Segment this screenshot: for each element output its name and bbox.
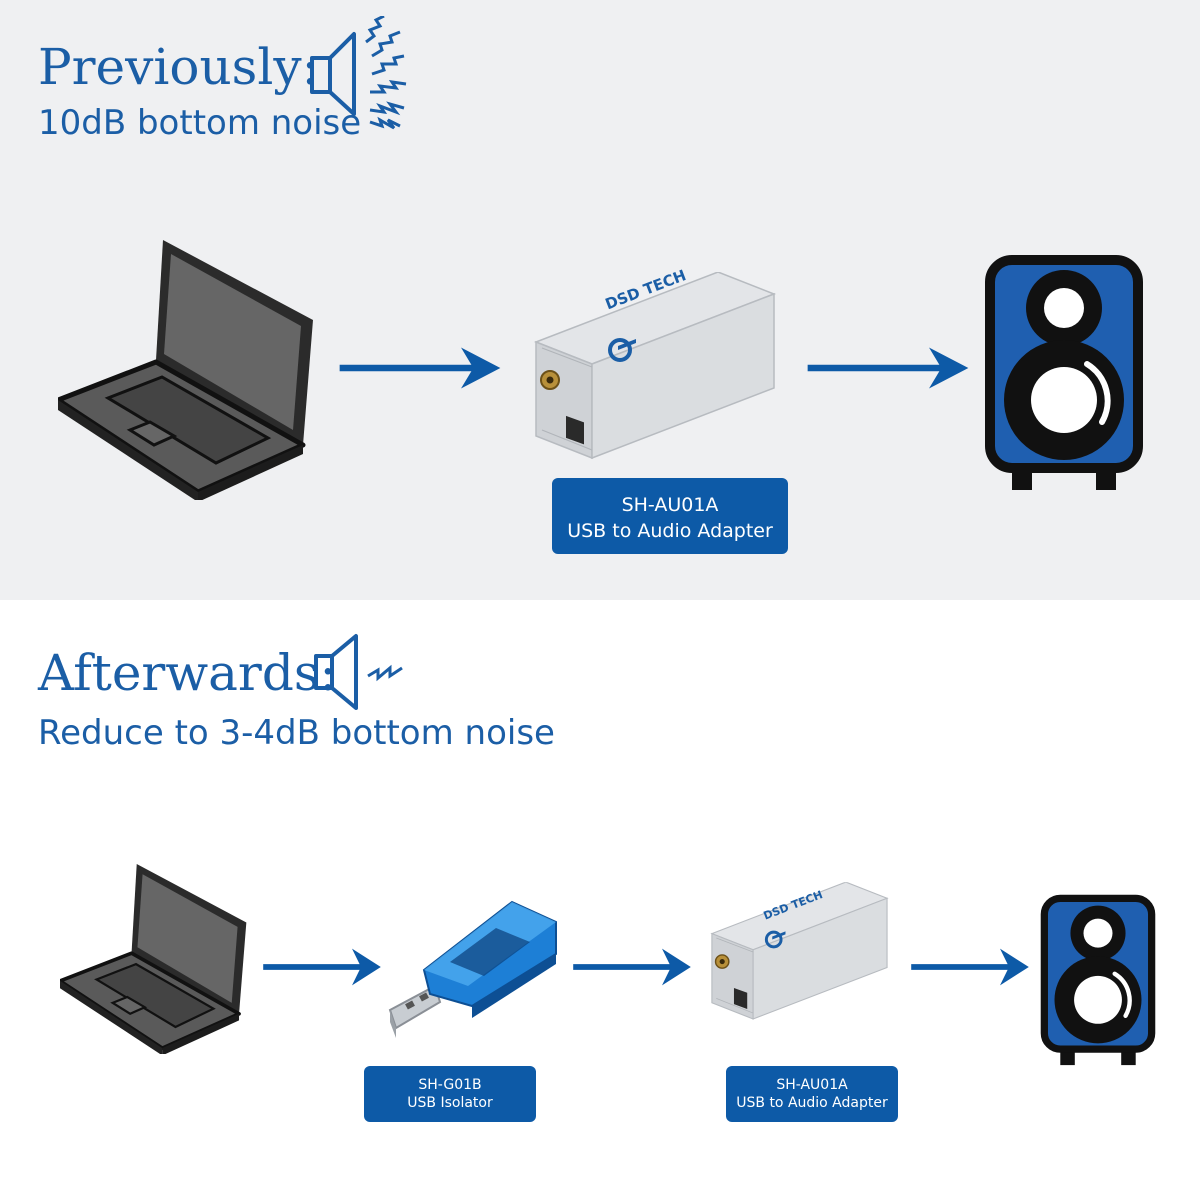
- arrow-icon: [910, 942, 1030, 992]
- afterwards-panel: Afterwards: Reduce to 3-4dB bottom noise…: [0, 600, 1200, 1200]
- isolator-label-box: SH-G01B USB Isolator: [364, 1066, 536, 1122]
- isolator-model: SH-G01B: [418, 1077, 482, 1093]
- adapter-label-box: SH-AU01A USB to Audio Adapter: [552, 478, 788, 554]
- speaker-icon: [984, 254, 1144, 494]
- adapter-description: USB to Audio Adapter: [736, 1095, 888, 1111]
- adapter-description: USB to Audio Adapter: [567, 520, 773, 542]
- laptop-icon: [58, 240, 318, 500]
- usb-isolator-image: [380, 890, 560, 1050]
- usb-audio-adapter-image: [528, 272, 778, 462]
- previously-heading: Previously:: [38, 38, 319, 96]
- arrow-icon: [262, 942, 382, 992]
- arrow-icon: [806, 340, 970, 396]
- previously-subheading: 10dB bottom noise: [38, 103, 362, 143]
- afterwards-heading: Afterwards:: [38, 644, 337, 702]
- adapter-label-box: SH-AU01A USB to Audio Adapter: [726, 1066, 898, 1122]
- speaker-icon: [1040, 894, 1156, 1068]
- adapter-model: SH-AU01A: [621, 494, 719, 516]
- noisy-speaker-icon: [308, 14, 418, 136]
- arrow-icon: [572, 942, 692, 992]
- previously-panel: Previously: 10dB bottom noise DSD TECH S…: [0, 0, 1200, 600]
- quiet-speaker-icon: [312, 632, 412, 712]
- afterwards-subheading: Reduce to 3-4dB bottom noise: [38, 713, 555, 753]
- adapter-model: SH-AU01A: [776, 1077, 848, 1093]
- laptop-icon: [60, 864, 250, 1054]
- arrow-icon: [338, 340, 502, 396]
- isolator-description: USB Isolator: [407, 1095, 493, 1111]
